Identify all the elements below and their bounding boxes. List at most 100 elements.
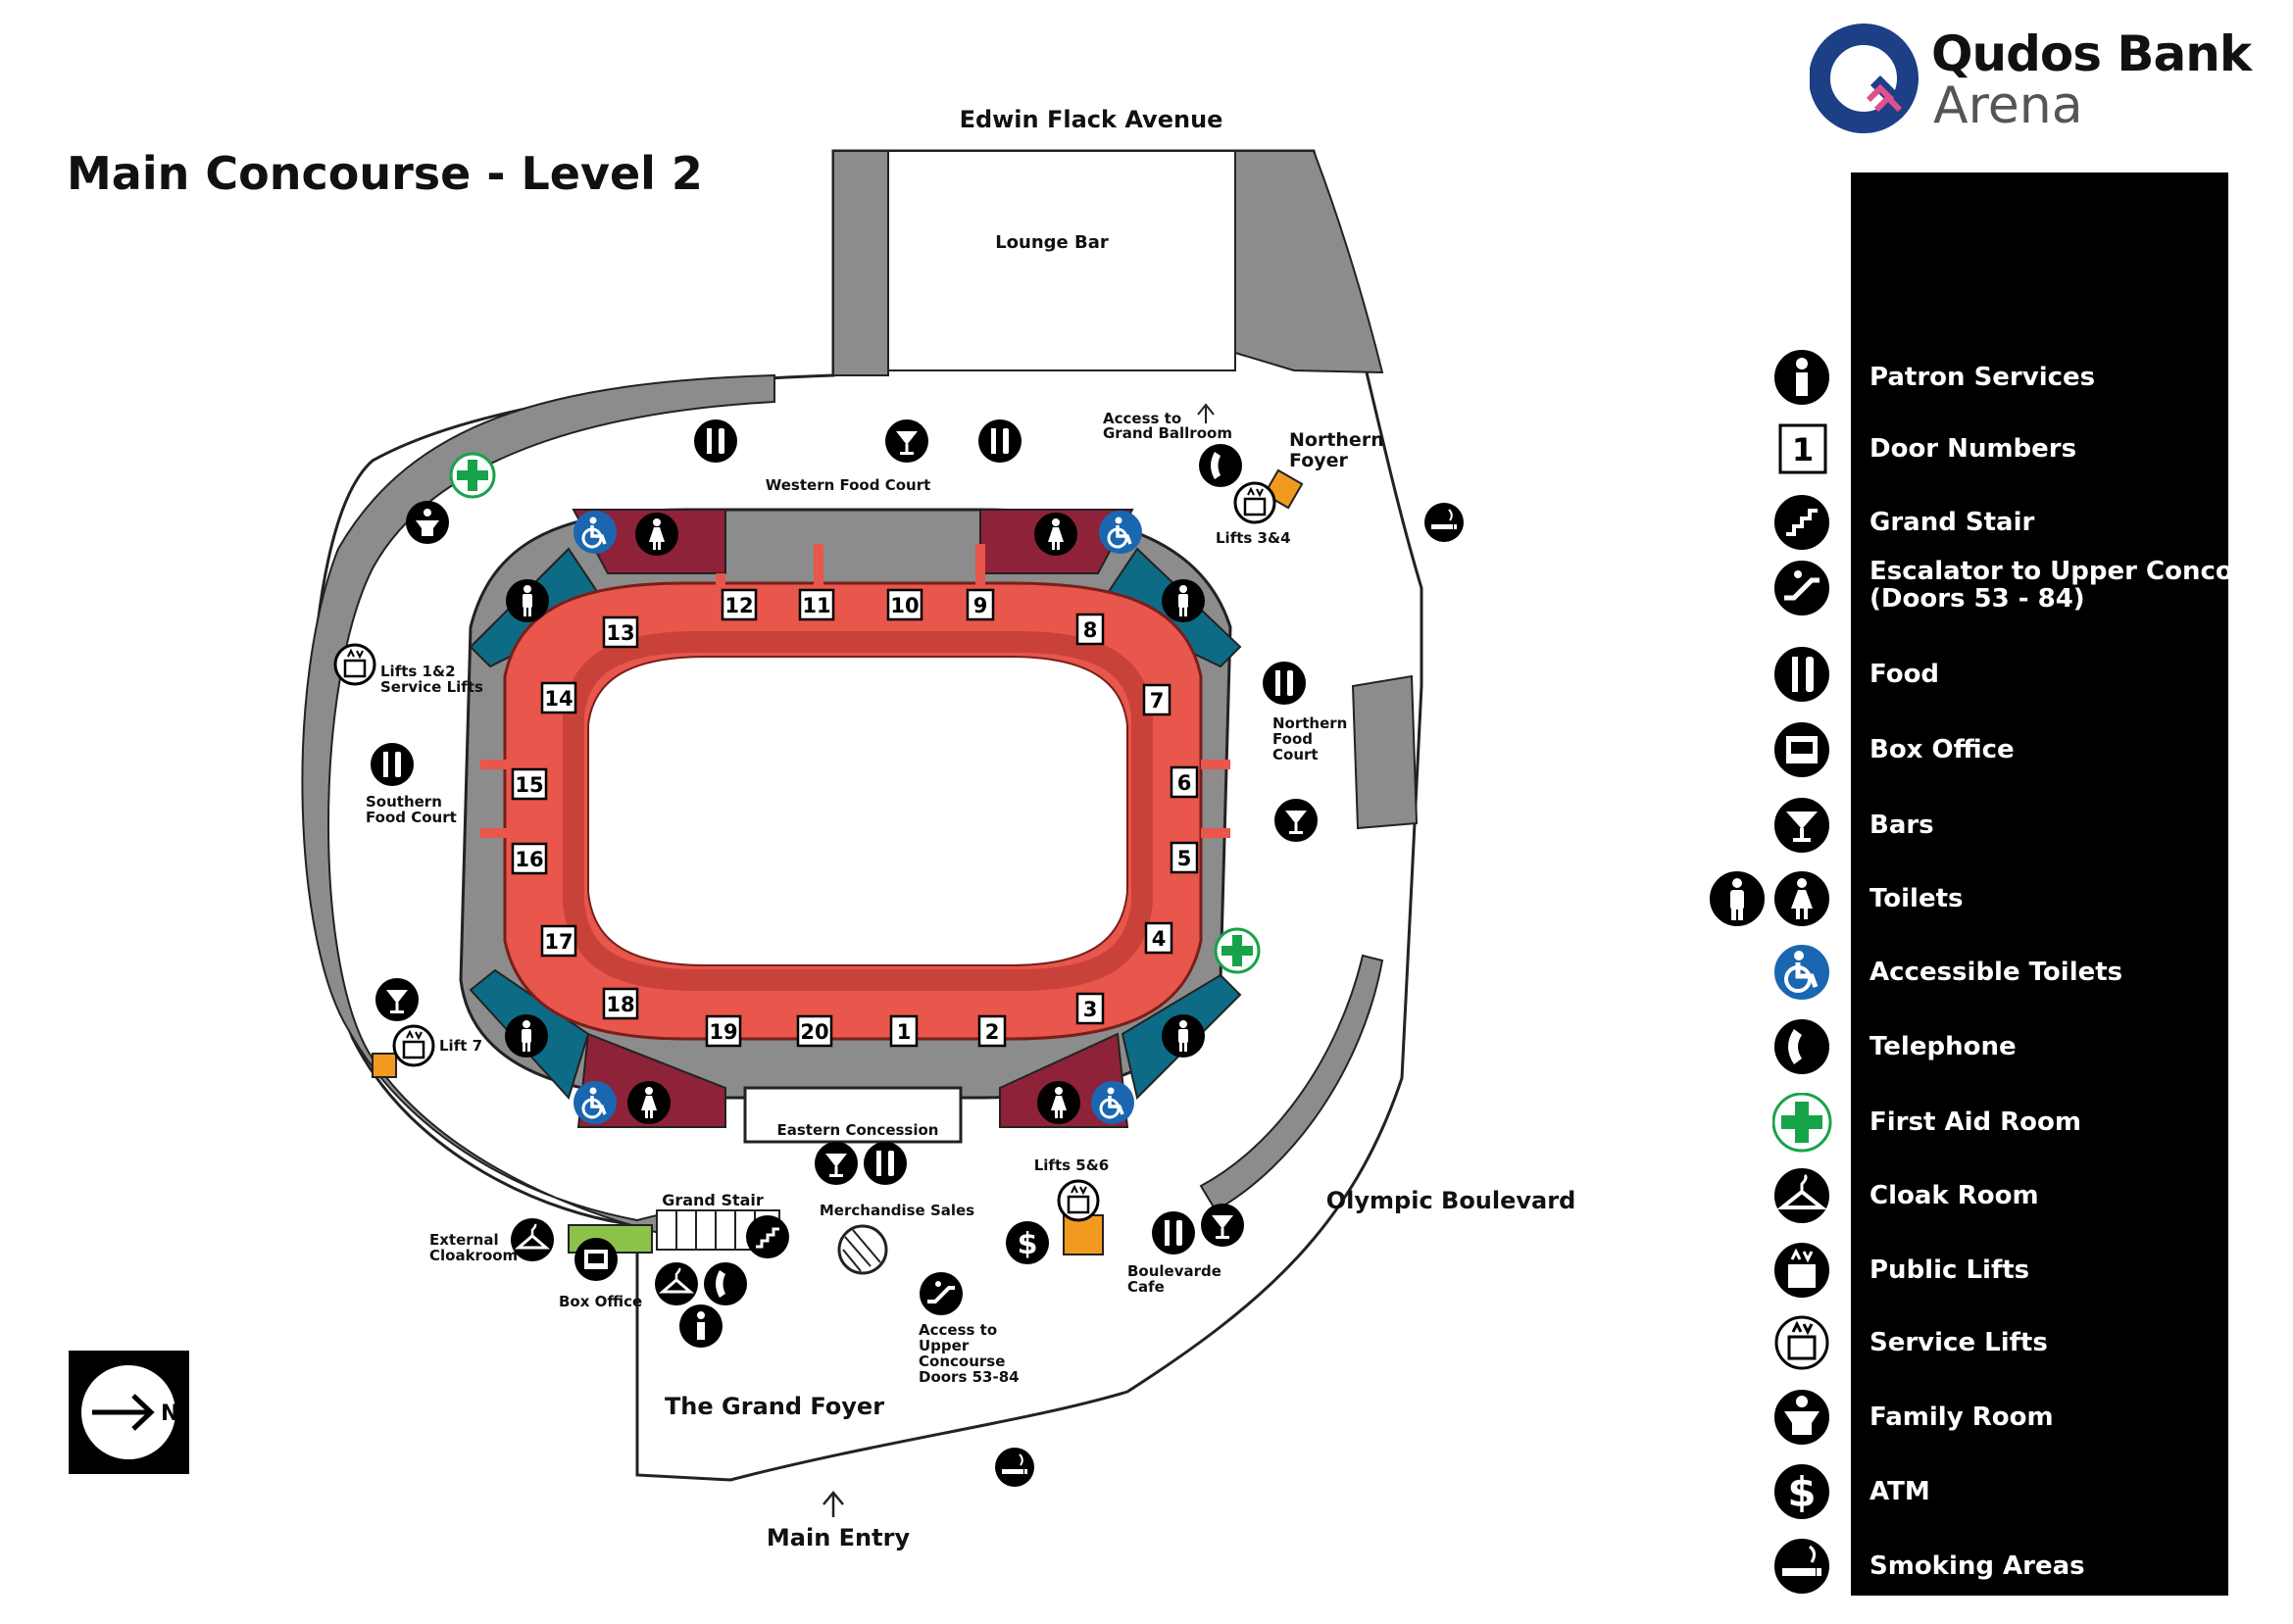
food-icon (694, 419, 737, 463)
door-12: 12 (721, 588, 758, 621)
street-east: Olympic Boulevard (1326, 1187, 1576, 1214)
accessible-icon (1772, 943, 1833, 1008)
door-number: 19 (709, 1020, 737, 1044)
bar-icon (1772, 796, 1833, 861)
merchandise-icon (837, 1224, 888, 1275)
svg-text:$: $ (1787, 1468, 1816, 1516)
street-north: Edwin Flack Avenue (960, 106, 1223, 133)
door-6: 6 (1170, 765, 1199, 799)
public-lift-icon (1233, 481, 1276, 524)
brand-sub: Arena (1933, 76, 2083, 135)
accessible-icon (572, 509, 619, 556)
bar-icon (1201, 1204, 1244, 1247)
north-indicator: N (69, 1351, 189, 1474)
door-16: 16 (511, 842, 548, 875)
stair-icon (1772, 493, 1833, 558)
ballroom-label-1: Access to (1103, 410, 1181, 427)
escalator-icon (1772, 559, 1833, 623)
legend-label: ATM (1869, 1477, 1930, 1506)
legend-label: Patron Services (1869, 363, 2096, 392)
door-number: 18 (606, 993, 634, 1016)
door-number: 9 (973, 594, 988, 617)
external-cloak-label-1: External (429, 1231, 499, 1249)
door-number: 14 (544, 687, 573, 711)
door-14: 14 (540, 681, 577, 714)
door-number: 15 (515, 773, 543, 797)
public-lift-icon (1057, 1179, 1100, 1222)
door-18: 18 (602, 987, 639, 1020)
door-number: 10 (890, 594, 919, 617)
northern-foyer-label-2: Foyer (1289, 450, 1349, 471)
main-entry-arrow (822, 1491, 844, 1517)
smoking-icon (994, 1447, 1035, 1488)
access-upper-label-2: Upper (919, 1337, 970, 1354)
legend-label: Box Office (1869, 735, 2015, 764)
legend-label: Smoking Areas (1869, 1551, 2085, 1581)
main-entry-label: Main Entry (767, 1524, 911, 1551)
smoking-icon (1423, 502, 1465, 543)
cloak-icon (653, 1260, 700, 1307)
door-number: 17 (544, 930, 573, 954)
bar-icon (1274, 799, 1318, 842)
lifts-34-label: Lifts 3&4 (1216, 529, 1291, 547)
boulevarde-cafe-label-2: Cafe (1127, 1278, 1165, 1296)
grand-foyer-label: The Grand Foyer (665, 1393, 884, 1420)
door-8: 8 (1075, 613, 1105, 646)
legend-label: Service Lifts (1869, 1328, 2048, 1357)
public-lift-icon (1772, 1241, 1833, 1305)
cloak-icon (1772, 1166, 1833, 1231)
legend-label: Family Room (1869, 1403, 2054, 1432)
telephone-icon (704, 1262, 747, 1305)
bar-icon (375, 978, 419, 1021)
accessible-icon (1097, 509, 1144, 556)
door-number: 1 (897, 1020, 912, 1044)
door-number: 16 (515, 848, 543, 871)
door-number-icon: 1 (1772, 419, 1833, 484)
lounge-bar-label: Lounge Bar (995, 232, 1109, 253)
family-icon (406, 501, 449, 544)
toilets-icon (1708, 869, 1833, 934)
legend-label: Escalator to Upper Concourse (1869, 557, 2293, 586)
atm-icon (1006, 1221, 1049, 1264)
door-19: 19 (705, 1014, 742, 1048)
accessible-icon (1089, 1079, 1136, 1126)
boulevarde-cafe-label-1: Boulevarde (1127, 1262, 1221, 1280)
public-lift-icon (392, 1024, 435, 1067)
ballroom-arrow (1197, 403, 1215, 423)
legend-label-2: (Doors 53 - 84) (1869, 584, 2085, 614)
door-4: 4 (1144, 921, 1173, 955)
lifts-12-label-1: Lifts 1&2 (380, 663, 456, 680)
info-icon (1772, 348, 1833, 413)
bar-icon (885, 419, 928, 463)
grand-stair-label: Grand Stair (662, 1191, 764, 1209)
legend-label: Cloak Room (1869, 1181, 2039, 1210)
legend-label: Public Lifts (1869, 1255, 2030, 1285)
door-number: 3 (1083, 998, 1098, 1021)
door-number: 5 (1177, 847, 1192, 870)
legend-label: First Aid Room (1869, 1107, 2081, 1137)
legend-panel (1851, 172, 2228, 1596)
man-icon (505, 1014, 548, 1058)
northern-foyer-label-1: Northern (1289, 429, 1384, 451)
telephone-icon (1772, 1017, 1833, 1082)
legend-label: Door Numbers (1869, 434, 2077, 464)
door-20: 20 (796, 1014, 833, 1048)
door-5: 5 (1170, 841, 1199, 874)
door-3: 3 (1075, 992, 1105, 1025)
legend-label: Grand Stair (1869, 508, 2035, 537)
lift-7-label: Lift 7 (439, 1037, 482, 1055)
north-letter: N (161, 1402, 178, 1426)
door-7: 7 (1142, 683, 1171, 716)
first-aid-icon (449, 452, 496, 499)
door-number: 12 (724, 594, 753, 617)
northern-food-label-3: Court (1272, 746, 1319, 763)
legend-label: Accessible Toilets (1869, 958, 2123, 987)
door-15: 15 (511, 767, 548, 801)
box-office-icon (1772, 720, 1833, 785)
lifts-56-label: Lifts 5&6 (1034, 1156, 1110, 1174)
svg-text:1: 1 (1792, 431, 1814, 468)
access-upper-label-3: Concourse (919, 1353, 1005, 1370)
door-17: 17 (540, 924, 577, 958)
door-1: 1 (889, 1014, 919, 1048)
